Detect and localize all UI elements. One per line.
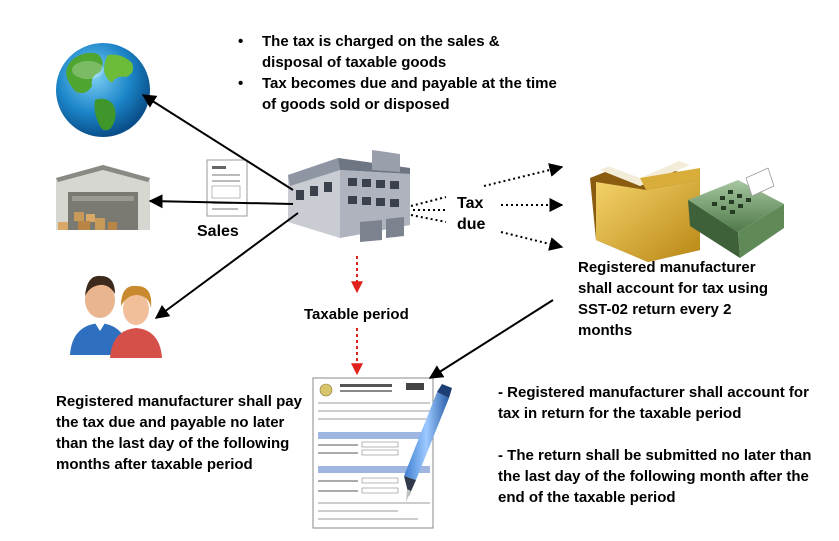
factory-icon [288,150,410,242]
calculator-icon [688,167,784,258]
account-note: Registered manufacturer shall account fo… [578,259,769,339]
invoice-icon [206,159,248,217]
return-note-2: - The return shall be submitted no later… [498,447,812,506]
arrow-to-globe [141,94,294,191]
globe-icon [56,43,150,137]
arrow-to-warehouse [148,194,294,209]
dotted-arrow-down [500,231,564,251]
return-form-icon [312,377,434,529]
arrows-solid [141,94,554,379]
people-icon [70,275,162,358]
dotted-arrow-up [483,163,564,187]
arrows-dotted [410,163,564,251]
sales-label: Sales [197,223,239,240]
tax-due-label-line2: due [457,216,486,233]
arrow-to-people [154,212,299,319]
return-notes: - Registered manufacturer shall account … [498,382,828,508]
taxable-period-label: Taxable period [304,306,409,323]
pay-note: Registered manufacturer shall pay the ta… [56,393,302,473]
return-note-1: - Registered manufacturer shall account … [498,384,809,422]
arrow-to-return-form [428,299,554,379]
folder-icon [590,145,700,262]
tax-bullet-list: The tax is charged on the sales & dispos… [232,31,562,115]
bullet-item: Tax becomes due and payable at the time … [232,73,562,115]
warehouse-icon [56,165,150,230]
bullet-item: The tax is charged on the sales & dispos… [232,31,562,73]
pen-icon [404,384,452,502]
tax-due-label-line1: Tax [457,195,484,212]
